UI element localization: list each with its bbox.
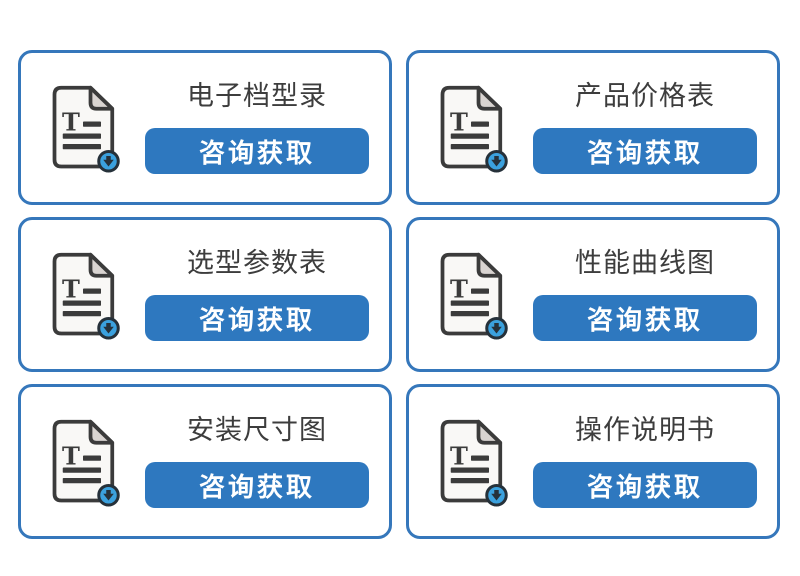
card-content: 产品价格表 咨询获取 bbox=[527, 81, 763, 174]
svg-text:T: T bbox=[62, 107, 80, 136]
consult-button[interactable]: 咨询获取 bbox=[145, 295, 369, 341]
document-download-icon: T bbox=[429, 248, 513, 344]
resource-title: 安装尺寸图 bbox=[187, 415, 327, 445]
resource-title: 性能曲线图 bbox=[575, 248, 715, 278]
consult-button[interactable]: 咨询获取 bbox=[533, 128, 757, 174]
card-content: 选型参数表 咨询获取 bbox=[139, 248, 375, 341]
resource-title: 产品价格表 bbox=[575, 81, 715, 111]
document-download-icon: T bbox=[41, 248, 125, 344]
document-download-icon: T bbox=[41, 81, 125, 177]
card-content: 安装尺寸图 咨询获取 bbox=[139, 415, 375, 508]
svg-text:T: T bbox=[450, 274, 468, 303]
resource-title: 电子档型录 bbox=[187, 81, 327, 111]
svg-text:T: T bbox=[62, 441, 80, 470]
svg-text:T: T bbox=[450, 107, 468, 136]
card-content: 性能曲线图 咨询获取 bbox=[527, 248, 763, 341]
resource-card-catalog: T 电子档型录 咨询获取 bbox=[18, 50, 392, 205]
resource-card-price-list: T 产品价格表 咨询获取 bbox=[406, 50, 780, 205]
resource-card-grid: T 电子档型录 咨询获取 T bbox=[18, 50, 780, 539]
resource-title: 选型参数表 bbox=[187, 248, 327, 278]
document-download-icon: T bbox=[429, 415, 513, 511]
resource-card-performance-curve: T 性能曲线图 咨询获取 bbox=[406, 217, 780, 372]
document-download-icon: T bbox=[41, 415, 125, 511]
consult-button[interactable]: 咨询获取 bbox=[533, 295, 757, 341]
resource-card-operation-manual: T 操作说明书 咨询获取 bbox=[406, 384, 780, 539]
svg-text:T: T bbox=[450, 441, 468, 470]
card-content: 电子档型录 咨询获取 bbox=[139, 81, 375, 174]
consult-button[interactable]: 咨询获取 bbox=[145, 128, 369, 174]
svg-text:T: T bbox=[62, 274, 80, 303]
document-download-icon: T bbox=[429, 81, 513, 177]
resource-card-installation-dimensions: T 安装尺寸图 咨询获取 bbox=[18, 384, 392, 539]
resource-card-selection-parameters: T 选型参数表 咨询获取 bbox=[18, 217, 392, 372]
consult-button[interactable]: 咨询获取 bbox=[533, 462, 757, 508]
card-content: 操作说明书 咨询获取 bbox=[527, 415, 763, 508]
consult-button[interactable]: 咨询获取 bbox=[145, 462, 369, 508]
resource-title: 操作说明书 bbox=[575, 415, 715, 445]
